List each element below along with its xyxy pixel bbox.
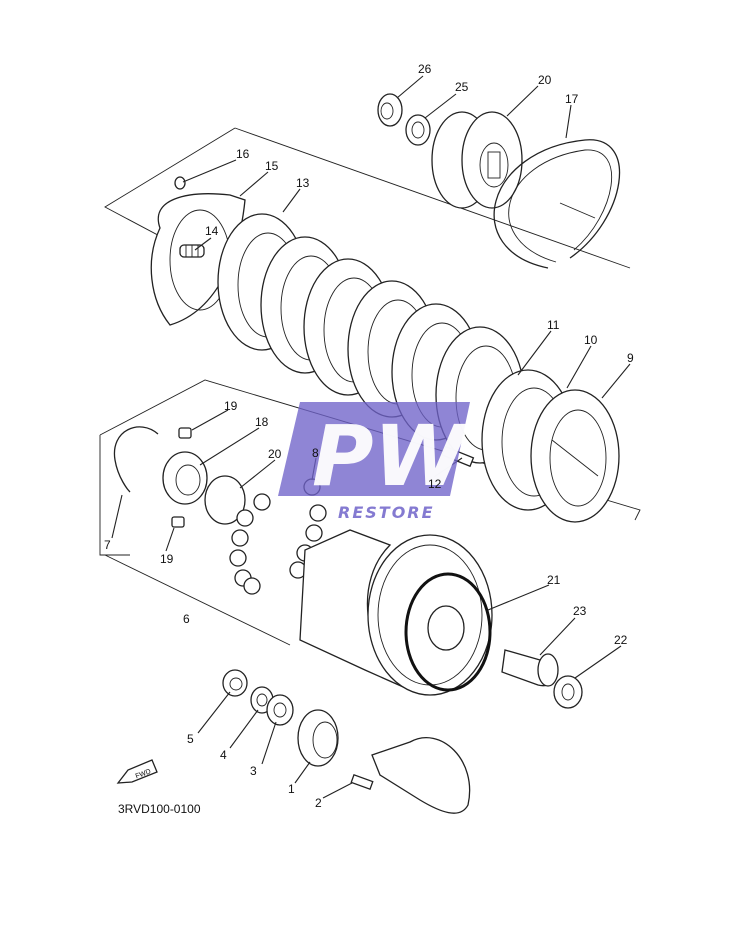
- part-20-circlip: [204, 475, 246, 525]
- part-7-circlip: [113, 426, 159, 493]
- part-18-cam-plate: [162, 451, 208, 505]
- label-20: 20: [268, 447, 282, 461]
- lower-group-outline-left: [99, 435, 130, 556]
- part-23-washer: [553, 675, 583, 709]
- label-24: 23: [573, 604, 587, 618]
- label-18: 18: [255, 415, 269, 429]
- upper-group-outline-right: [234, 127, 631, 269]
- label-4: 4: [220, 748, 227, 762]
- label-21: 20: [538, 73, 552, 87]
- label-15: 15: [265, 159, 279, 173]
- label-11: 11: [547, 318, 560, 332]
- part-22-o-ring: [404, 572, 492, 692]
- label-8: 8: [312, 446, 319, 460]
- part-24-sleeve: [501, 649, 559, 687]
- part-5-nut: [222, 669, 248, 697]
- watermark-main: PW: [312, 407, 471, 505]
- label-22: 21: [547, 573, 561, 587]
- label-23: 22: [614, 633, 628, 647]
- part-21-clutch-boss: [431, 111, 523, 209]
- watermark-sub: RESTORE: [338, 503, 435, 522]
- part-6-clutch-housing: [299, 529, 493, 696]
- label-17: 17: [565, 92, 579, 106]
- part-19-pad-lower: [171, 516, 185, 528]
- part-19-pad-upper: [178, 427, 192, 439]
- label-9: 9: [627, 351, 634, 365]
- label-12: 12: [428, 477, 442, 491]
- crankshaft-section: [371, 736, 471, 814]
- lower-group-outline-bottom: [104, 554, 291, 646]
- label-16: 16: [236, 147, 250, 161]
- label-13: 13: [296, 176, 310, 190]
- label-6: 6: [183, 612, 190, 626]
- fwd-arrow-icon: FWD: [116, 759, 158, 784]
- label-10: 10: [584, 333, 598, 347]
- part-1-gear: [297, 709, 339, 767]
- part-2-key: [350, 773, 374, 791]
- watermark-logo: PW RESTORE: [278, 402, 471, 522]
- part-26-nut: [377, 93, 403, 127]
- label-26: 26: [418, 62, 432, 76]
- label-1: 1: [288, 782, 295, 796]
- label-7: 7: [104, 538, 111, 552]
- label-5: 5: [187, 732, 194, 746]
- label-14: 14: [205, 224, 219, 238]
- part-25-washer: [405, 114, 431, 146]
- part-labels: 26 25 20 17 16 15 13 14 11 10 9 19 18 20…: [104, 62, 634, 810]
- diagram-code: 3RVD100-0100: [118, 802, 201, 816]
- label-19-bottom: 19: [160, 552, 174, 566]
- part-16-bolt: [174, 176, 186, 190]
- part-17-circlip: [493, 139, 620, 269]
- housing-hub: [427, 605, 465, 651]
- part-14-spring: [179, 244, 205, 258]
- label-2: 2: [315, 796, 322, 810]
- label-3: 3: [250, 764, 257, 778]
- leader-lines: [111, 75, 631, 799]
- label-25: 25: [455, 80, 469, 94]
- part-3-washer: [266, 694, 294, 726]
- label-19-top: 19: [224, 399, 238, 413]
